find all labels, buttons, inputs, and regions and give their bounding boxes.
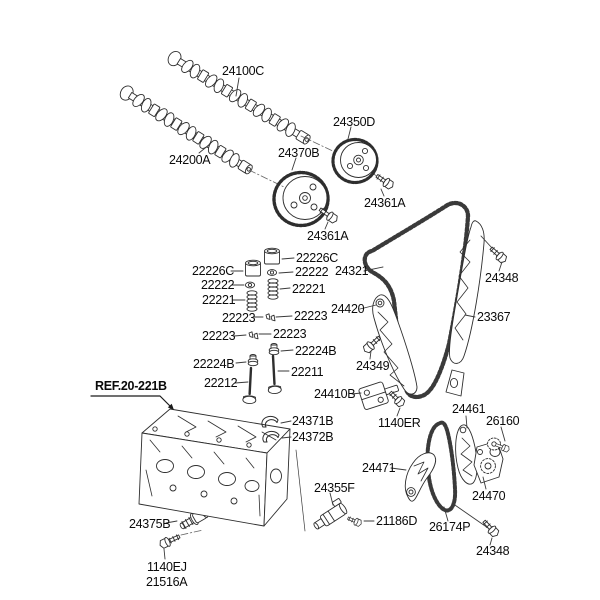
label-24361a-right: 24361A xyxy=(364,196,406,210)
cylinder-head xyxy=(138,408,291,527)
chain-tensioner xyxy=(358,381,399,410)
label-24361a-center: 24361A xyxy=(307,229,349,243)
oil-pump-sprocket xyxy=(487,437,510,453)
cam-sprocket-exhaust xyxy=(331,137,379,185)
label-26160: 26160 xyxy=(486,414,520,428)
valve-spring-left xyxy=(246,290,258,312)
label-24355f: 24355F xyxy=(314,481,355,495)
label-22226c-left: 22226C xyxy=(192,264,234,278)
label-22226c-right: 22226C xyxy=(296,251,338,265)
bolt-24348-top xyxy=(489,246,508,264)
tappet-left xyxy=(245,259,261,277)
chain-guide xyxy=(445,220,485,397)
oil-control-valve xyxy=(313,498,348,530)
cam-sprocket-intake xyxy=(272,170,330,228)
label-22221-left: 22221 xyxy=(202,293,236,307)
tappet-right xyxy=(264,247,280,265)
lower-chain-guide-right xyxy=(455,424,478,485)
label-24348-top: 24348 xyxy=(485,271,519,285)
label-22211: 22211 xyxy=(291,365,324,379)
label-21186d: 21186D xyxy=(376,514,418,528)
label-22222-right: 22222 xyxy=(295,265,329,279)
label-21516a: 21516A xyxy=(146,575,188,589)
camshaft-intake xyxy=(119,85,253,175)
label-24375b: 24375B xyxy=(129,517,171,531)
label-24370b: 24370B xyxy=(278,146,320,160)
label-24410b: 24410B xyxy=(314,387,356,401)
valve-cotter-right xyxy=(265,313,276,322)
label-24348-bottom: 24348 xyxy=(476,544,510,558)
retainer-lock-left xyxy=(244,281,256,289)
label-24371b: 24371B xyxy=(292,414,334,428)
bolt-1140er xyxy=(388,390,406,408)
label-24350d: 24350D xyxy=(333,115,375,129)
valve-cotter-left xyxy=(248,331,259,340)
label-1140er: 1140ER xyxy=(378,416,421,430)
label-ref-20-221b: REF.20-221B xyxy=(95,379,167,393)
leader-lines xyxy=(163,77,506,560)
label-1140ej: 1140EJ xyxy=(147,560,187,574)
label-22224b-left: 22224B xyxy=(193,357,235,371)
cam-cap-seal-24371b xyxy=(261,415,279,428)
spring-seat-right xyxy=(268,343,280,356)
label-24200a: 24200A xyxy=(169,153,211,167)
label-24461: 24461 xyxy=(452,402,486,416)
lower-chain-guide-left xyxy=(404,452,437,502)
ref-leader-arrow xyxy=(90,395,174,410)
label-22223-row2-left: 22223 xyxy=(202,329,236,343)
label-22223-row1-left: 22223 xyxy=(222,311,256,325)
label-24100c: 24100C xyxy=(222,64,264,78)
spring-seat-left xyxy=(247,354,259,367)
cam-cap-seal-24372b xyxy=(262,430,280,443)
valve-intake xyxy=(242,366,257,405)
label-24321: 24321 xyxy=(335,264,369,278)
label-22222-left: 22222 xyxy=(201,278,235,292)
label-24471: 24471 xyxy=(362,461,396,475)
label-24470: 24470 xyxy=(472,489,506,503)
label-22224b-right: 22224B xyxy=(295,344,337,358)
lower-chain-tensioner xyxy=(473,440,504,484)
label-24349: 24349 xyxy=(356,359,390,373)
retainer-lock-right xyxy=(266,269,278,276)
bolt-24361a-right xyxy=(375,174,394,190)
valve-spring-right xyxy=(267,278,279,300)
label-22212: 22212 xyxy=(204,376,238,390)
bolt-24349 xyxy=(362,335,381,354)
valve-exhaust xyxy=(267,354,282,395)
tensioner-arm xyxy=(372,294,418,395)
bolt-21186d xyxy=(347,516,362,527)
label-22223-row1-right: 22223 xyxy=(294,309,328,323)
label-24420: 24420 xyxy=(331,302,365,316)
label-22223-row2-right: 22223 xyxy=(273,327,307,341)
label-26174p: 26174P xyxy=(429,520,471,534)
label-24372b: 24372B xyxy=(292,430,334,444)
bolt-24361a-center xyxy=(318,207,338,224)
label-23367: 23367 xyxy=(477,310,511,324)
label-22221-right: 22221 xyxy=(292,282,326,296)
bolt-1140ej xyxy=(159,534,181,549)
